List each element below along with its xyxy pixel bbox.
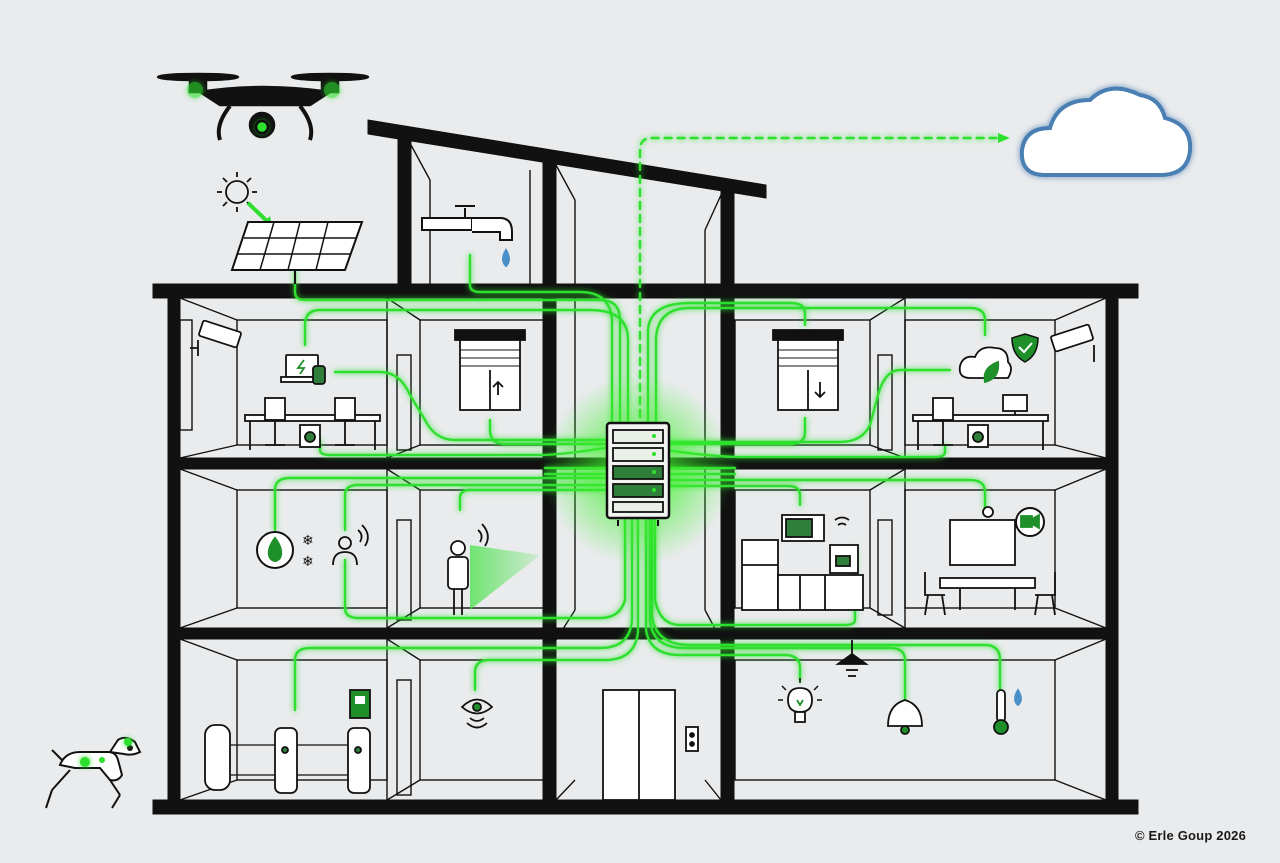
office-desk-right-icon [912,394,1049,450]
network-lines [273,136,1002,712]
copyright-notice: © Erle Goup 2026 [1134,828,1246,843]
water-tap-icon [421,205,513,268]
sunlight-arrow-icon [246,201,270,224]
svg-text:❄: ❄ [302,554,314,570]
thermostat-flame-icon: ❄ ❄ [256,531,314,570]
window-blind-icon [454,329,526,411]
presence-sensor-icon [332,524,369,566]
robot-dog-icon [45,736,142,809]
thermometer-humidity-icon [993,688,1022,735]
smart-bulb-icon [778,678,822,723]
cloud-icon [1019,86,1193,177]
solar-panel-icon [230,221,364,284]
ceiling-lamp-icon [835,640,869,677]
window-blind-down-icon [772,329,844,411]
cloud-arrow-icon [998,133,1010,143]
person-icon [447,523,489,615]
security-camera-icon [190,319,242,356]
video-conference-icon [924,506,1056,616]
server-rack-icon [543,375,733,565]
ceiling-lamp-2-icon [887,699,923,735]
office-desk-icon [244,397,381,450]
snowflake-icon: ❄ [302,533,314,549]
drone-icon [156,72,370,141]
kitchen-appliances-icon [741,514,864,611]
eye-sensor-icon [460,698,494,729]
laptop-charging-icon [280,354,326,385]
access-turnstile-icon [204,689,371,794]
motion-beam [470,545,540,610]
security-camera-right-icon [1050,323,1095,362]
elevator-icon [602,689,699,801]
shield-check-icon [1011,333,1039,363]
cloud-leaf-icon [958,346,1012,384]
